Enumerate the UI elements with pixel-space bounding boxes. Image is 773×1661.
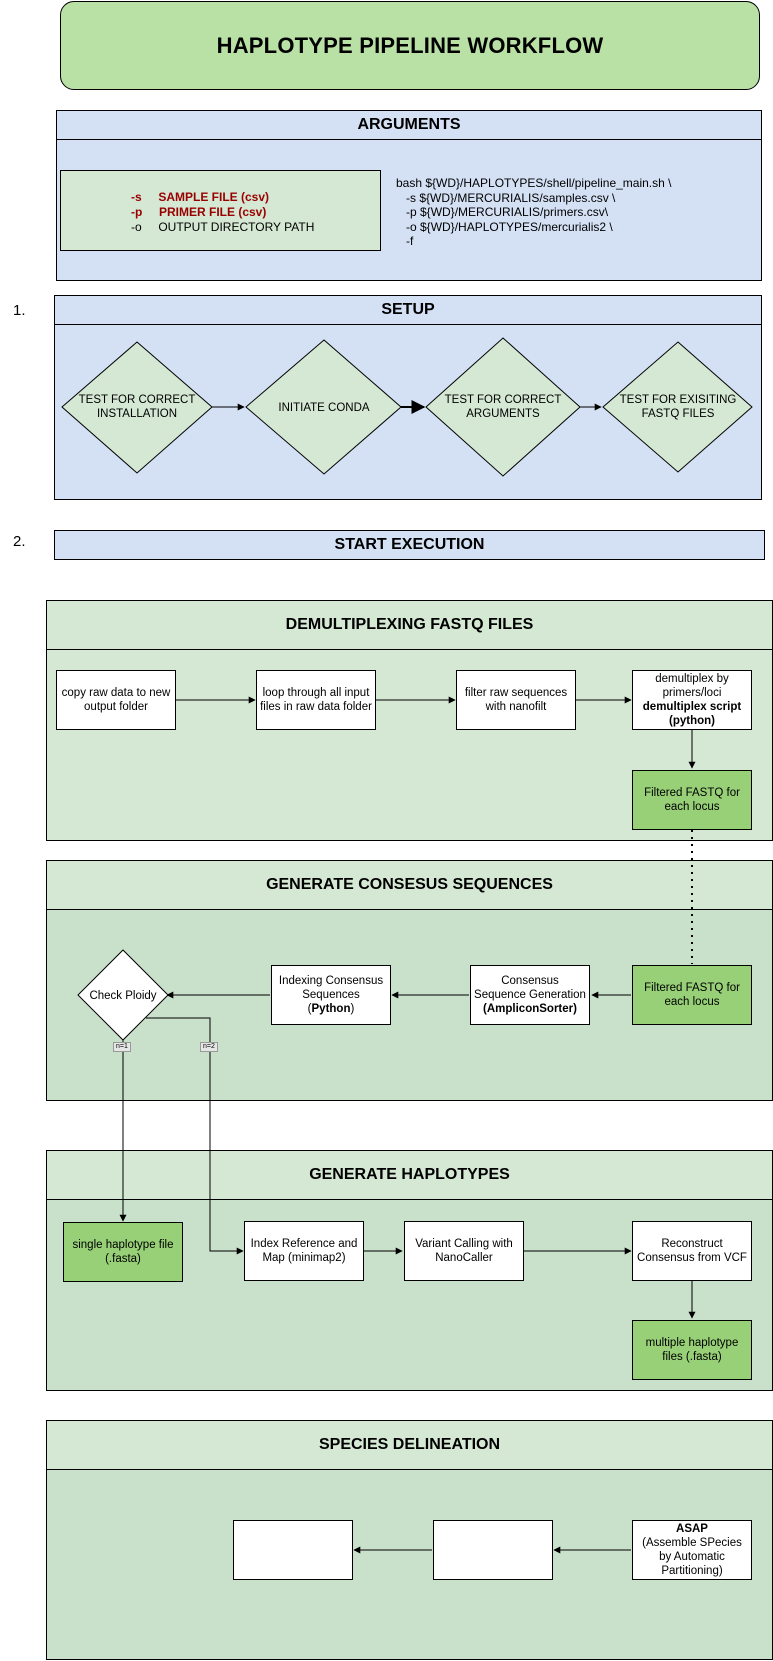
species-header: SPECIES DELINEATION	[46, 1420, 773, 1470]
index-reference-map-box: Index Reference and Map (minimap2)	[244, 1221, 364, 1281]
edge-label-n1: n=1	[113, 1042, 131, 1052]
consensus-header: GENERATE CONSESUS SEQUENCES	[46, 860, 773, 910]
setup-step-fastq: TEST FOR EXISITING FASTQ FILES	[619, 394, 737, 420]
demultiplex-script-box: demultiplex by primers/loci demultiplex …	[632, 670, 752, 730]
copy-raw-data-box: copy raw data to new output folder	[56, 670, 176, 730]
filter-nanofilt-box: filter raw sequences with nanofilt	[456, 670, 576, 730]
setup-step-conda: INITIATE CONDA	[278, 402, 370, 414]
title-box: HAPLOTYPE PIPELINE WORKFLOW	[60, 1, 760, 90]
flag-primer: -p PRIMER FILE (csv)	[131, 205, 267, 219]
arguments-header: ARGUMENTS	[56, 110, 762, 140]
loop-input-files-box: loop through all input files in raw data…	[256, 670, 376, 730]
reconstruct-consensus-box: Reconstruct Consensus from VCF	[632, 1221, 752, 1281]
start-number: 2.	[13, 533, 26, 550]
flag-output: -o OUTPUT DIRECTORY PATH	[131, 220, 315, 234]
species-empty-box-1	[433, 1520, 553, 1580]
check-ploidy-label: Check Ploidy	[89, 990, 157, 1002]
start-execution-header: START EXECUTION	[54, 530, 765, 560]
command-text: bash ${WD}/HAPLOTYPES/shell/pipeline_mai…	[396, 176, 672, 249]
variant-calling-box: Variant Calling with NanoCaller	[404, 1221, 524, 1281]
setup-step-arguments: TEST FOR CORRECT ARGUMENTS	[444, 394, 562, 420]
setup-diamond-fastq	[602, 341, 753, 473]
multiple-haplotype-box: multiple haplotype files (.fasta)	[632, 1320, 752, 1380]
setup-header: SETUP	[54, 295, 762, 325]
indexing-consensus-box: Indexing Consensus Sequences (Python)	[271, 965, 391, 1025]
filtered-fastq-consensus-box: Filtered FASTQ for each locus	[632, 965, 752, 1025]
page-title: HAPLOTYPE PIPELINE WORKFLOW	[216, 32, 604, 58]
edge-label-n2: n=2	[200, 1042, 218, 1052]
setup-diamond-conda	[245, 339, 402, 475]
setup-step-installation: TEST FOR CORRECT INSTALLATION	[78, 394, 196, 420]
consensus-generation-box: Consensus Sequence Generation (AmpliconS…	[470, 965, 590, 1025]
setup-diamond-arguments	[425, 337, 581, 477]
filtered-fastq-demux-box: Filtered FASTQ for each locus	[632, 770, 752, 830]
haplotypes-header: GENERATE HAPLOTYPES	[46, 1150, 773, 1200]
species-empty-box-2	[233, 1520, 353, 1580]
single-haplotype-box: single haplotype file (.fasta)	[63, 1222, 183, 1282]
setup-number: 1.	[13, 302, 26, 319]
flag-sample: -s SAMPLE FILE (csv)	[131, 190, 270, 204]
arguments-flags-box: -s SAMPLE FILE (csv) -p PRIMER FILE (csv…	[60, 170, 381, 251]
asap-box: ASAP (Assemble SPecies by Automatic Part…	[632, 1520, 752, 1580]
setup-diamond-installation	[61, 341, 213, 474]
